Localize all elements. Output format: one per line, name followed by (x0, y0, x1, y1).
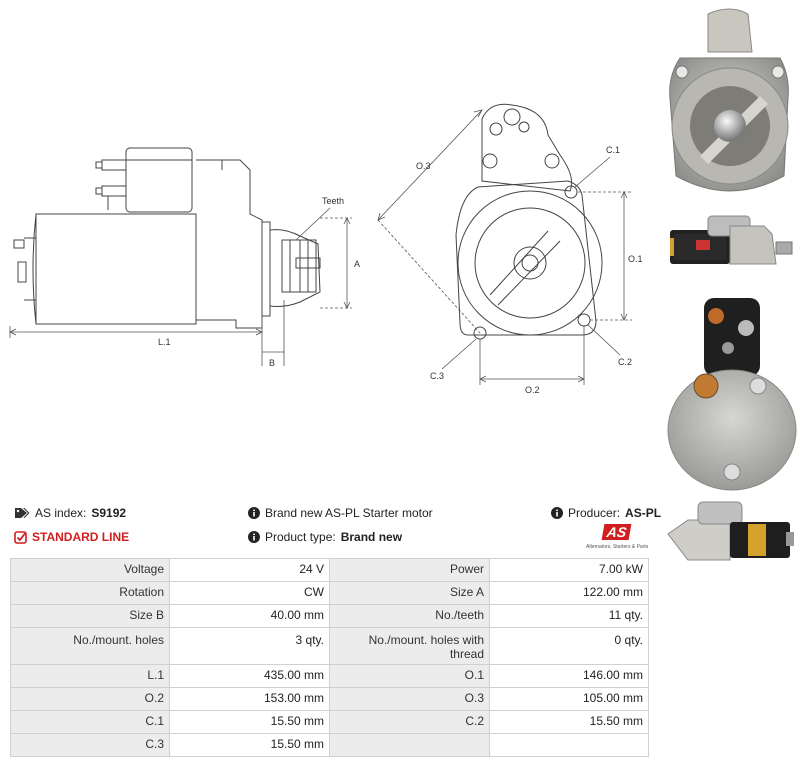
label-o1: O.1 (628, 254, 643, 264)
spec-value: 11 qty. (489, 604, 649, 628)
spec-key: Rotation (10, 581, 170, 605)
label-b: B (269, 358, 275, 368)
label-o2: O.2 (525, 385, 540, 395)
spec-value: 15.50 mm (169, 710, 330, 734)
label-o3: O.3 (416, 161, 431, 171)
spec-value: 3 qty. (169, 627, 330, 665)
side-view-drawing: Teeth A B L.1 (9, 147, 360, 368)
spec-key: No./mount. holes with thread (329, 627, 490, 665)
spec-value (489, 733, 649, 757)
spec-value: 15.50 mm (489, 710, 649, 734)
label-c3: C.3 (430, 371, 444, 381)
photo-side-view-2 (667, 501, 794, 561)
photo-front-view (669, 8, 789, 192)
spec-value: 7.00 kW (489, 558, 649, 582)
info-icon (551, 507, 563, 519)
spec-key: O.2 (10, 687, 170, 711)
label-a: A (354, 259, 360, 269)
spec-key: No./teeth (329, 604, 490, 628)
spec-key: O.3 (329, 687, 490, 711)
spec-key: C.1 (10, 710, 170, 734)
product-type-value: Brand new (340, 530, 403, 544)
tags-icon (15, 508, 30, 518)
standard-line: STANDARD LINE (14, 530, 129, 544)
as-index-value: S9192 (91, 506, 127, 520)
producer: Producer: AS-PL (551, 506, 661, 520)
as-index: AS index: S9192 (14, 506, 126, 520)
spec-value: 153.00 mm (169, 687, 330, 711)
producer-label: Producer: (568, 506, 621, 520)
spec-key: C.3 (10, 733, 170, 757)
spec-value: 146.00 mm (489, 664, 649, 688)
spec-key: L.1 (10, 664, 170, 688)
label-l1: L.1 (158, 337, 171, 347)
spec-key: C.2 (329, 710, 490, 734)
producer-value: AS-PL (625, 506, 662, 520)
label-c2: C.2 (618, 357, 632, 367)
label-c1: C.1 (606, 145, 620, 155)
logo-tagline: Alternators, Starters & Parts (586, 544, 649, 550)
spec-key: O.1 (329, 664, 490, 688)
spec-value: 24 V (169, 558, 330, 582)
product-type: Product type: Brand new (248, 530, 402, 544)
spec-value: 40.00 mm (169, 604, 330, 628)
spec-value: 15.50 mm (169, 733, 330, 757)
spec-value: 0 qty. (489, 627, 649, 665)
producer-logo: AS Alternators, Starters & Parts (586, 524, 648, 550)
description-text: Brand new AS-PL Starter motor (265, 506, 433, 520)
front-view-drawing: O.3 C.1 O.1 C.2 C.3 O.2 (377, 103, 643, 395)
product-type-label: Product type: (265, 530, 336, 544)
spec-key (329, 733, 490, 757)
photo-side-view (670, 215, 793, 265)
spec-value: 435.00 mm (169, 664, 330, 688)
spec-key: No./mount. holes (10, 627, 170, 665)
check-square-icon (14, 530, 27, 544)
as-index-label: AS index: (35, 506, 87, 520)
product-description: Brand new AS-PL Starter motor (248, 506, 433, 520)
label-teeth: Teeth (322, 196, 344, 206)
spec-key: Size B (10, 604, 170, 628)
spec-key: Power (329, 558, 490, 582)
photo-rear-view (667, 298, 797, 491)
spec-value: 105.00 mm (489, 687, 649, 711)
info-icon (248, 507, 260, 519)
standard-line-label: STANDARD LINE (32, 530, 130, 544)
spec-value: CW (169, 581, 330, 605)
spec-key: Size A (329, 581, 490, 605)
spec-key: Voltage (10, 558, 170, 582)
logo-mark: AS (601, 524, 633, 540)
info-icon (248, 531, 260, 543)
spec-value: 122.00 mm (489, 581, 649, 605)
